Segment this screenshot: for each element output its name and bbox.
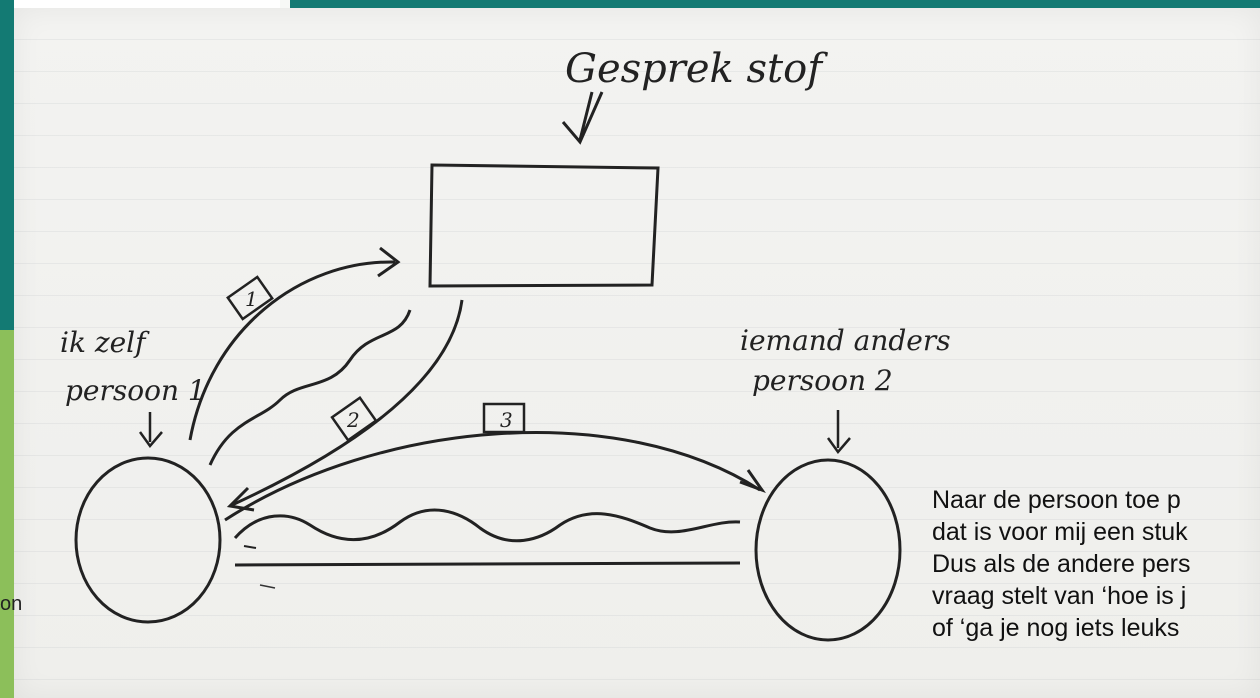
diagram-title: Gesprek stof [565,46,828,92]
person2-label-line2: persoon 2 [752,364,893,397]
step-1-label: 1 [245,287,258,311]
person2-label-line1: iemand anders [740,324,951,357]
body-line: vraag stelt van ‘hoe is j [932,580,1260,612]
person1-arrow-icon [140,412,162,446]
body-line: dat is voor mij een stuk [932,516,1260,548]
person2-arrow-icon [828,410,850,452]
body-line: Dus als de andere pers [932,548,1260,580]
person1-circle [76,458,220,622]
topic-box [430,165,658,286]
body-line: of ‘ga je nog iets leuks [932,612,1260,644]
slide-body-text: Naar de persoon toe p dat is voor mij ee… [932,484,1260,698]
left-text-fragment: on [0,593,22,616]
step-2-label: 2 [346,408,360,432]
arrow-3 [225,433,760,520]
arrow-1 [190,262,395,440]
stray-mark [244,546,256,548]
step-3-label: 3 [500,408,513,432]
body-line: Naar de persoon toe p [932,484,1260,516]
person1-label-line1: ik zelf [60,326,150,359]
conversation-wave [235,510,740,541]
title-arrow-icon [563,92,602,142]
person2-circle [756,460,900,640]
stray-mark [260,585,275,588]
direct-line [235,563,740,565]
person1-label-line2: persoon 1 [65,374,206,407]
arrow-2 [232,300,462,505]
